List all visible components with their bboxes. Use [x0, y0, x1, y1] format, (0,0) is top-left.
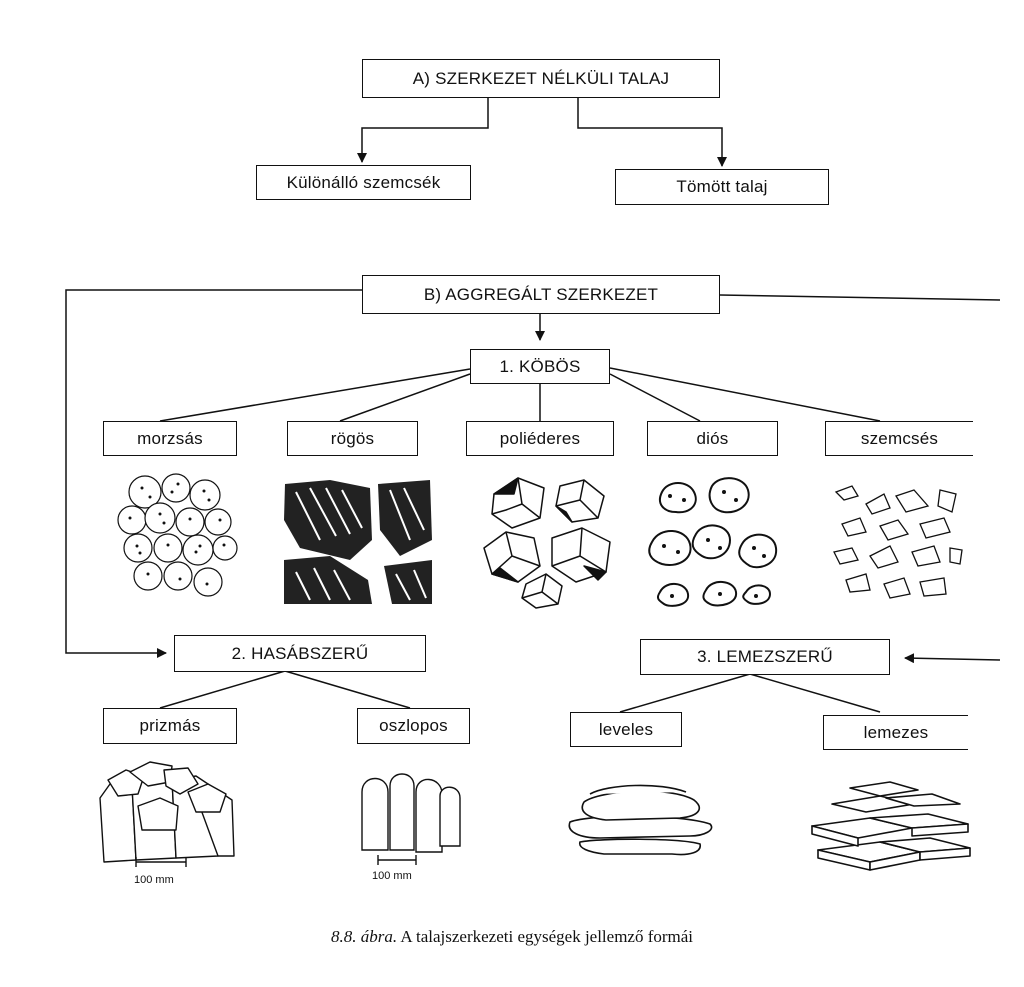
separate-grains-label: Különálló szemcsék	[286, 172, 441, 192]
crumb-illustration	[117, 473, 238, 597]
unstructured-soil-label: A) SZERKEZET NÉLKÜLI TALAJ	[412, 68, 670, 88]
type-box-morzsas: morzsás	[103, 421, 237, 456]
type-label-oszlopos: oszlopos	[379, 716, 448, 735]
cubic-box: 1. KÖBÖS	[470, 349, 610, 384]
line-to-leveles	[619, 673, 751, 713]
arrow-to-compact-soil	[577, 98, 727, 167]
prismatic-box: 2. HASÁBSZERŰ	[174, 635, 426, 672]
line-to-prizmas	[159, 670, 286, 709]
nut-texture	[662, 490, 766, 598]
line-to-morzsas	[159, 368, 471, 422]
figure-caption: 8.8. ábra. A talajszerkezeti egységek je…	[0, 927, 1024, 947]
aggregated-structure-label: B) AGGREGÁLT SZERKEZET	[423, 284, 659, 304]
column-scale-bar	[377, 855, 417, 865]
line-to-oszlopos	[284, 670, 411, 709]
compact-soil-label: Tömött talaj	[676, 177, 768, 196]
type-label-leveles: leveles	[598, 719, 654, 739]
cubic-label: 1. KÖBÖS	[499, 356, 581, 376]
column-scale-label: 100 mm	[372, 870, 412, 882]
type-box-rogos: rögös	[287, 421, 418, 456]
type-box-prizmas: prizmás	[103, 708, 237, 744]
type-box-dios: diós	[647, 421, 778, 456]
arrow-to-prismatic	[65, 289, 362, 658]
line-right-top	[719, 294, 1001, 301]
column-illustration	[361, 773, 461, 853]
prism-scale-label: 100 mm	[134, 874, 174, 886]
nut-illustration	[648, 477, 778, 607]
prismatic-label: 2. HASÁBSZERŰ	[231, 643, 369, 663]
prism-scale-bar	[135, 857, 187, 867]
type-box-leveles: leveles	[570, 712, 682, 747]
type-label-dios: diós	[696, 428, 729, 448]
polyhedral-illustration	[483, 477, 611, 609]
arrow-to-separate-grains	[357, 98, 489, 163]
line-to-lemezes	[749, 673, 881, 713]
type-box-polyederes: poliéderes	[466, 421, 614, 456]
type-label-lemezes: lemezes	[863, 722, 929, 742]
line-to-dios	[609, 373, 701, 422]
type-label-polyederes: poliéderes	[499, 428, 581, 448]
type-box-lemezes: lemezes	[823, 715, 968, 750]
line-to-szemcses	[609, 367, 881, 422]
aggregated-structure-box: B) AGGREGÁLT SZERKEZET	[362, 275, 720, 314]
type-box-oszlopos: oszlopos	[357, 708, 470, 744]
type-label-morzsas: morzsás	[137, 428, 203, 448]
type-box-szemcses: szemcsés	[825, 421, 973, 456]
type-label-szemcses: szemcsés	[860, 428, 939, 448]
separate-grains-box: Különálló szemcsék	[256, 165, 471, 200]
type-label-rogos: rögös	[330, 428, 375, 448]
line-to-rogos	[339, 373, 471, 422]
leaf-illustration	[568, 784, 713, 856]
granular-illustration	[833, 485, 963, 599]
unstructured-soil-box: A) SZERKEZET NÉLKÜLI TALAJ	[362, 59, 720, 98]
type-label-prizmas: prizmás	[139, 716, 201, 735]
platy-label: 3. LEMEZSZERŰ	[697, 647, 833, 666]
figure-caption-text: A talajszerkezeti egységek jellemző form…	[400, 927, 694, 946]
compact-soil-box: Tömött talaj	[615, 169, 829, 205]
clod-illustration	[282, 480, 432, 605]
prism-illustration	[99, 761, 235, 863]
plate-illustration	[811, 781, 971, 871]
platy-box: 3. LEMEZSZERŰ	[640, 639, 890, 675]
arrow-to-platy	[904, 653, 1001, 664]
figure-number: 8.8. ábra.	[330, 927, 398, 946]
